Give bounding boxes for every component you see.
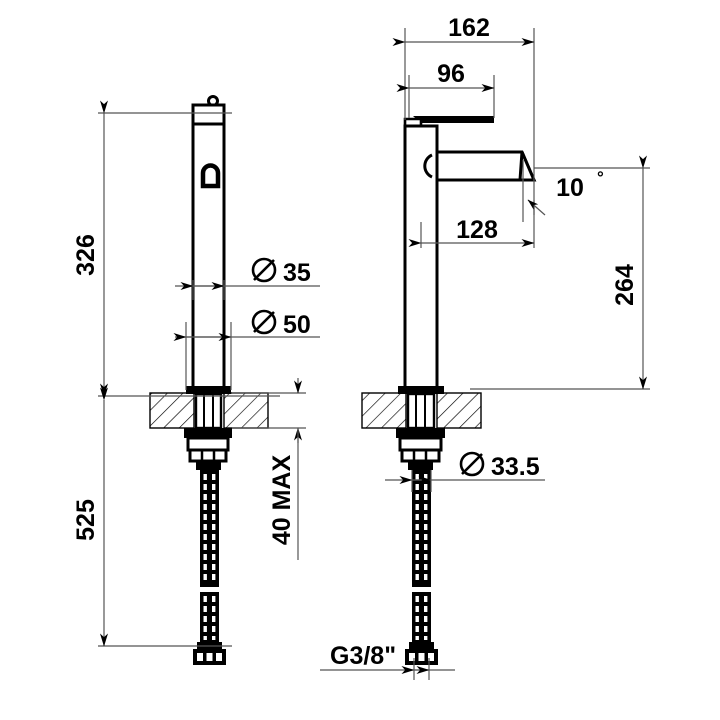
front-cap (191, 103, 226, 126)
dim-d50 (173, 322, 320, 390)
side-shank (406, 392, 436, 430)
front-shank (194, 392, 223, 430)
label-162: 162 (448, 14, 490, 42)
diameter-symbols (251, 257, 485, 477)
diameter-symbol-icon-335 (459, 451, 485, 477)
side-hose-fitting (405, 642, 438, 665)
dim-525 (98, 387, 232, 647)
front-view-geometry (149, 95, 269, 665)
side-view-geometry (361, 116, 537, 665)
label-128: 128 (456, 216, 498, 244)
degree-symbol-icon: ° (597, 168, 604, 187)
dim-d35 (175, 280, 320, 300)
label-50: 50 (283, 311, 311, 339)
dimension-lines (98, 28, 650, 680)
dimension-labels: 326 525 35 50 40 MAX 162 96 128 264 10 °… (72, 14, 639, 670)
label-40max: 40 MAX (268, 455, 296, 546)
dim-d335 (385, 470, 545, 492)
front-hose-lower (200, 592, 219, 642)
dim-326 (98, 100, 280, 397)
dim-264 (470, 155, 650, 390)
side-mounting-nut (396, 428, 445, 470)
side-column (403, 124, 439, 391)
label-264: 264 (611, 264, 639, 306)
front-base-flange (186, 386, 231, 394)
side-hose-upper (412, 470, 431, 587)
label-10deg: 10 (556, 174, 584, 202)
label-g38: G3/8" (330, 642, 396, 670)
dim-162 (392, 28, 535, 160)
label-35: 35 (283, 259, 311, 287)
label-326: 326 (72, 234, 100, 276)
diameter-symbol-icon-35 (251, 257, 277, 283)
dim-10deg (522, 160, 546, 222)
diameter-symbol-icon-50 (251, 309, 277, 335)
label-335: 33.5 (491, 453, 540, 481)
dim-40max (232, 378, 306, 560)
label-96: 96 (437, 60, 465, 88)
dim-96 (396, 75, 495, 118)
side-deck-section (361, 392, 482, 429)
front-deck-section (149, 392, 269, 429)
dim-g38 (320, 658, 455, 680)
front-lever-icon (200, 163, 221, 189)
side-hose-lower (412, 592, 431, 642)
label-525: 525 (72, 499, 100, 541)
side-spout (423, 150, 537, 182)
side-base-flange (398, 386, 444, 394)
front-hose-upper (200, 470, 219, 587)
front-mounting-nut (184, 428, 232, 470)
